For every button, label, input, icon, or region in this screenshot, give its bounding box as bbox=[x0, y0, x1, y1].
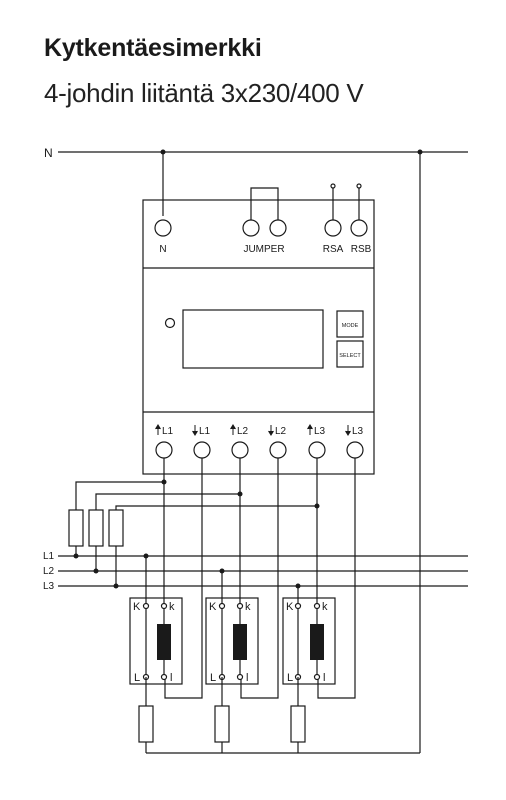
ct-label: L bbox=[210, 672, 216, 684]
page-subtitle: 4-johdin liitäntä 3x230/400 V bbox=[44, 78, 364, 108]
terminal-jumper-1 bbox=[242, 219, 260, 237]
terminal-rsb-label: RSB bbox=[351, 244, 372, 255]
current-transformer-2 bbox=[205, 597, 259, 685]
terminal-jumper-2 bbox=[269, 219, 287, 237]
load-l3 bbox=[290, 705, 306, 743]
page-title: Kytkentäesimerkki bbox=[44, 34, 262, 62]
terminal-rsb bbox=[350, 219, 368, 237]
terminal-label: L2 bbox=[237, 426, 249, 437]
terminal-rsa bbox=[324, 219, 342, 237]
indicator-led bbox=[164, 317, 176, 329]
terminal-label: L3 bbox=[314, 426, 326, 437]
terminal-arrows bbox=[155, 424, 351, 436]
ct-label: K bbox=[209, 601, 217, 613]
terminal-label: L1 bbox=[199, 426, 211, 437]
mode-button[interactable] bbox=[336, 310, 364, 338]
neutral-line-label: N bbox=[44, 146, 53, 160]
terminal-label: L2 bbox=[275, 426, 287, 437]
jumper-link bbox=[250, 187, 279, 220]
select-button-label: SELECT bbox=[339, 353, 361, 359]
terminal-jumper-label: JUMPER bbox=[243, 244, 284, 255]
ct-label: L bbox=[134, 672, 140, 684]
load-l1 bbox=[138, 705, 154, 743]
terminal-l2-out bbox=[269, 441, 287, 459]
ct-label: L bbox=[287, 672, 293, 684]
current-transformer-3 bbox=[282, 597, 336, 685]
terminal-l3-out bbox=[346, 441, 364, 459]
terminal-l1-out bbox=[193, 441, 211, 459]
fuse-l1 bbox=[68, 509, 84, 547]
terminal-l3-in bbox=[308, 441, 326, 459]
terminal-l2-in bbox=[231, 441, 249, 459]
rsa-open-end bbox=[330, 183, 336, 189]
terminal-label: L3 bbox=[352, 426, 364, 437]
phase-line-label: L1 bbox=[43, 551, 55, 562]
ct-label: l bbox=[246, 672, 248, 684]
rsb-open-end bbox=[356, 183, 362, 189]
ct-label: k bbox=[245, 601, 251, 613]
load-l2 bbox=[214, 705, 230, 743]
ct-label: k bbox=[169, 601, 175, 613]
terminal-l1-in bbox=[155, 441, 173, 459]
terminal-n-label: N bbox=[159, 244, 166, 255]
ct-label: l bbox=[170, 672, 172, 684]
ct-label: K bbox=[286, 601, 294, 613]
phase-line-label: L2 bbox=[43, 566, 55, 577]
mode-button-label: MODE bbox=[342, 323, 359, 329]
lcd-display bbox=[182, 309, 324, 369]
terminal-label: L1 bbox=[162, 426, 174, 437]
ct-label: l bbox=[323, 672, 325, 684]
terminal-n bbox=[154, 219, 172, 237]
ct-label: K bbox=[133, 601, 141, 613]
phase-line-label: L3 bbox=[43, 581, 55, 592]
energy-meter bbox=[142, 199, 375, 475]
ct-label: k bbox=[322, 601, 328, 613]
fuse-l3 bbox=[108, 509, 124, 547]
select-button[interactable] bbox=[336, 340, 364, 368]
current-transformer-1 bbox=[129, 597, 183, 685]
fuse-l2 bbox=[88, 509, 104, 547]
terminal-rsa-label: RSA bbox=[323, 244, 344, 255]
